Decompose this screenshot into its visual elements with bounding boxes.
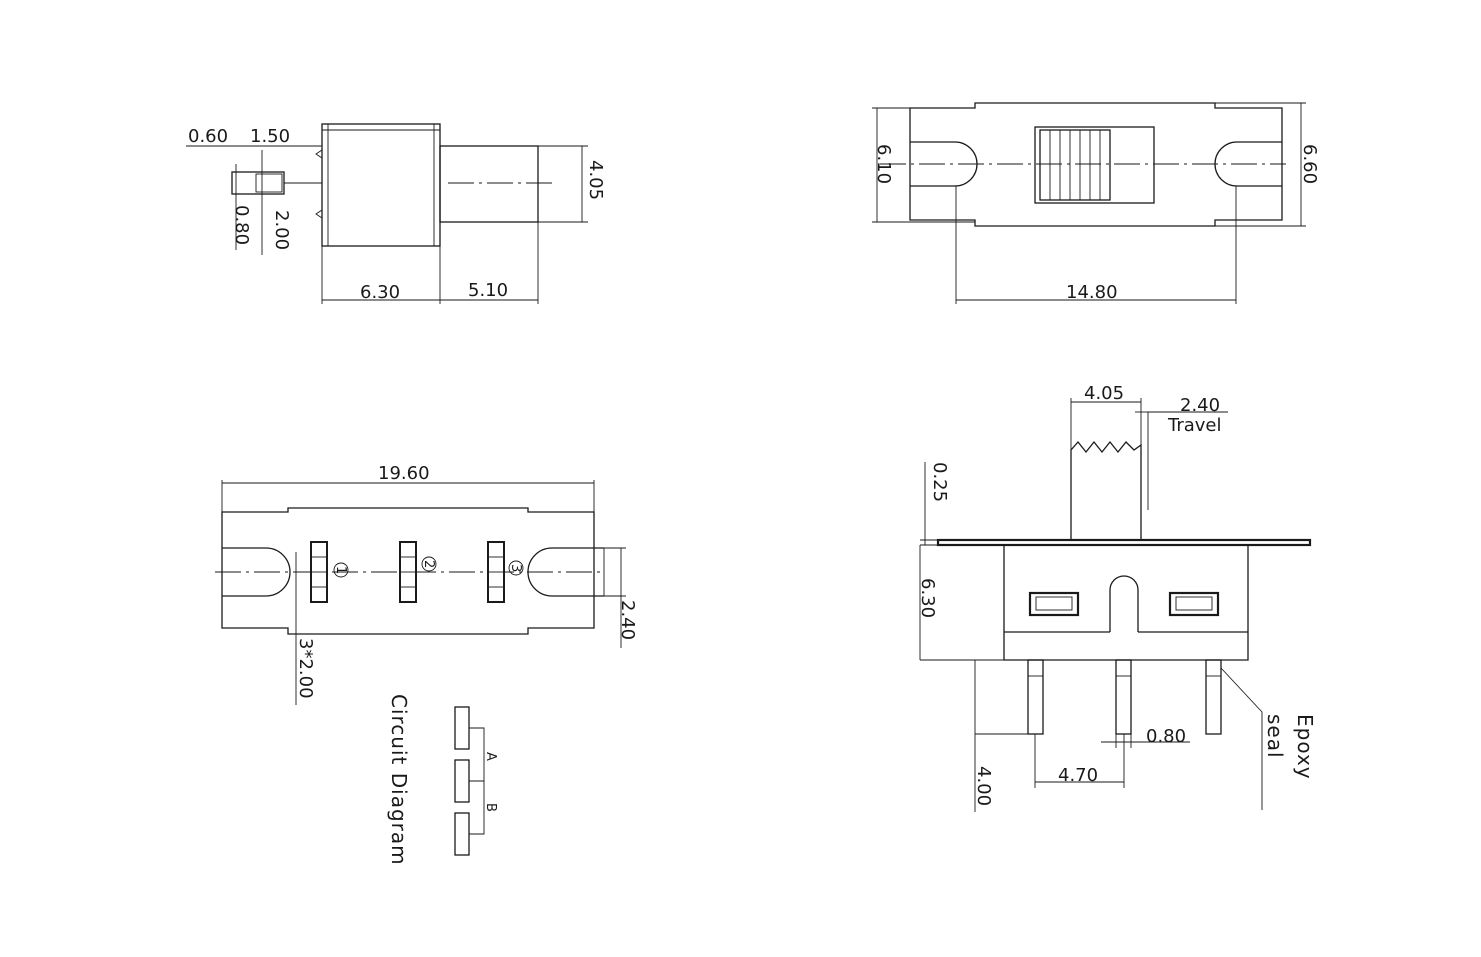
pin-label-3-circle xyxy=(508,560,524,576)
circuit-diagram-title: Circuit Diagram xyxy=(387,694,411,866)
travel-label: Travel xyxy=(1167,415,1222,436)
seal-label: seal xyxy=(1263,714,1287,759)
pin-label-3: 3 xyxy=(508,564,523,572)
pin-pad-2 xyxy=(399,541,417,603)
front-view-pin-3 xyxy=(1205,659,1222,735)
front-view: 4.05 2.40 Travel 0.25 6.30 4.00 4.70 0.8… xyxy=(917,383,1317,812)
dim-top-body-height: 6.10 xyxy=(873,144,894,184)
circuit-diagram: Circuit Diagram A B xyxy=(387,694,498,866)
side-view-actuator xyxy=(439,145,539,223)
dim-pin-offset: 1.50 xyxy=(250,126,290,147)
front-view-window-left xyxy=(1028,591,1080,617)
pin-label-1: 1 xyxy=(333,566,348,574)
bottom-view-outline xyxy=(221,507,595,635)
bottom-view: 1 2 3 19.60 2.40 3*2.00 xyxy=(215,463,638,705)
dim-front-pin-width: 0.80 xyxy=(1146,726,1186,747)
dim-travel: 2.40 xyxy=(1180,395,1220,416)
dim-pin-width: 0.60 xyxy=(188,126,228,147)
dim-plate-thickness: 0.25 xyxy=(929,462,950,502)
front-view-pin-2 xyxy=(1115,659,1132,735)
top-view: 6.10 6.60 14.80 xyxy=(872,102,1320,304)
circuit-position-a: A xyxy=(483,752,498,761)
dim-slot-width: 2.40 xyxy=(617,600,638,640)
dim-actuator-length: 5.10 xyxy=(468,280,508,301)
dim-overall-length: 19.60 xyxy=(378,463,430,484)
dim-pin-height: 2.00 xyxy=(271,210,292,250)
circuit-terminal-1 xyxy=(454,706,470,750)
side-view-pin xyxy=(231,171,285,195)
top-view-actuator xyxy=(1034,126,1155,204)
front-view-body xyxy=(1003,545,1249,661)
dim-front-actuator-width: 4.05 xyxy=(1084,383,1124,404)
dim-body-width: 6.30 xyxy=(360,282,400,303)
side-view: 0.60 1.50 0.80 2.00 4.05 6.30 5.10 xyxy=(186,123,606,304)
circuit-terminal-3 xyxy=(454,812,470,856)
circuit-terminal-2 xyxy=(454,759,470,803)
front-view-window-right xyxy=(1168,591,1220,617)
dim-mount-spacing: 14.80 xyxy=(1066,282,1118,303)
dim-pin-pitch: 3*2.00 xyxy=(295,638,316,699)
epoxy-label: Epoxy xyxy=(1293,714,1317,780)
pin-label-2-circle xyxy=(421,556,437,572)
top-view-frame xyxy=(909,102,1283,227)
pin-label-1-circle xyxy=(333,562,349,578)
dim-pin-thickness: 0.80 xyxy=(231,205,252,245)
dim-front-pin-pitch: 4.70 xyxy=(1058,765,1098,786)
dim-pin-length: 4.00 xyxy=(973,766,994,806)
front-view-pin-1 xyxy=(1027,659,1044,735)
pin-pad-3 xyxy=(487,541,505,603)
pin-pad-1 xyxy=(310,541,328,603)
circuit-position-b: B xyxy=(483,803,498,812)
dim-actuator-height: 4.05 xyxy=(585,160,606,200)
front-view-plate xyxy=(936,538,1312,547)
side-view-body xyxy=(321,123,441,247)
dim-front-body-height: 6.30 xyxy=(917,578,938,618)
dim-frame-height: 6.60 xyxy=(1299,144,1320,184)
front-view-actuator xyxy=(1070,440,1142,540)
pin-label-2: 2 xyxy=(421,560,436,568)
